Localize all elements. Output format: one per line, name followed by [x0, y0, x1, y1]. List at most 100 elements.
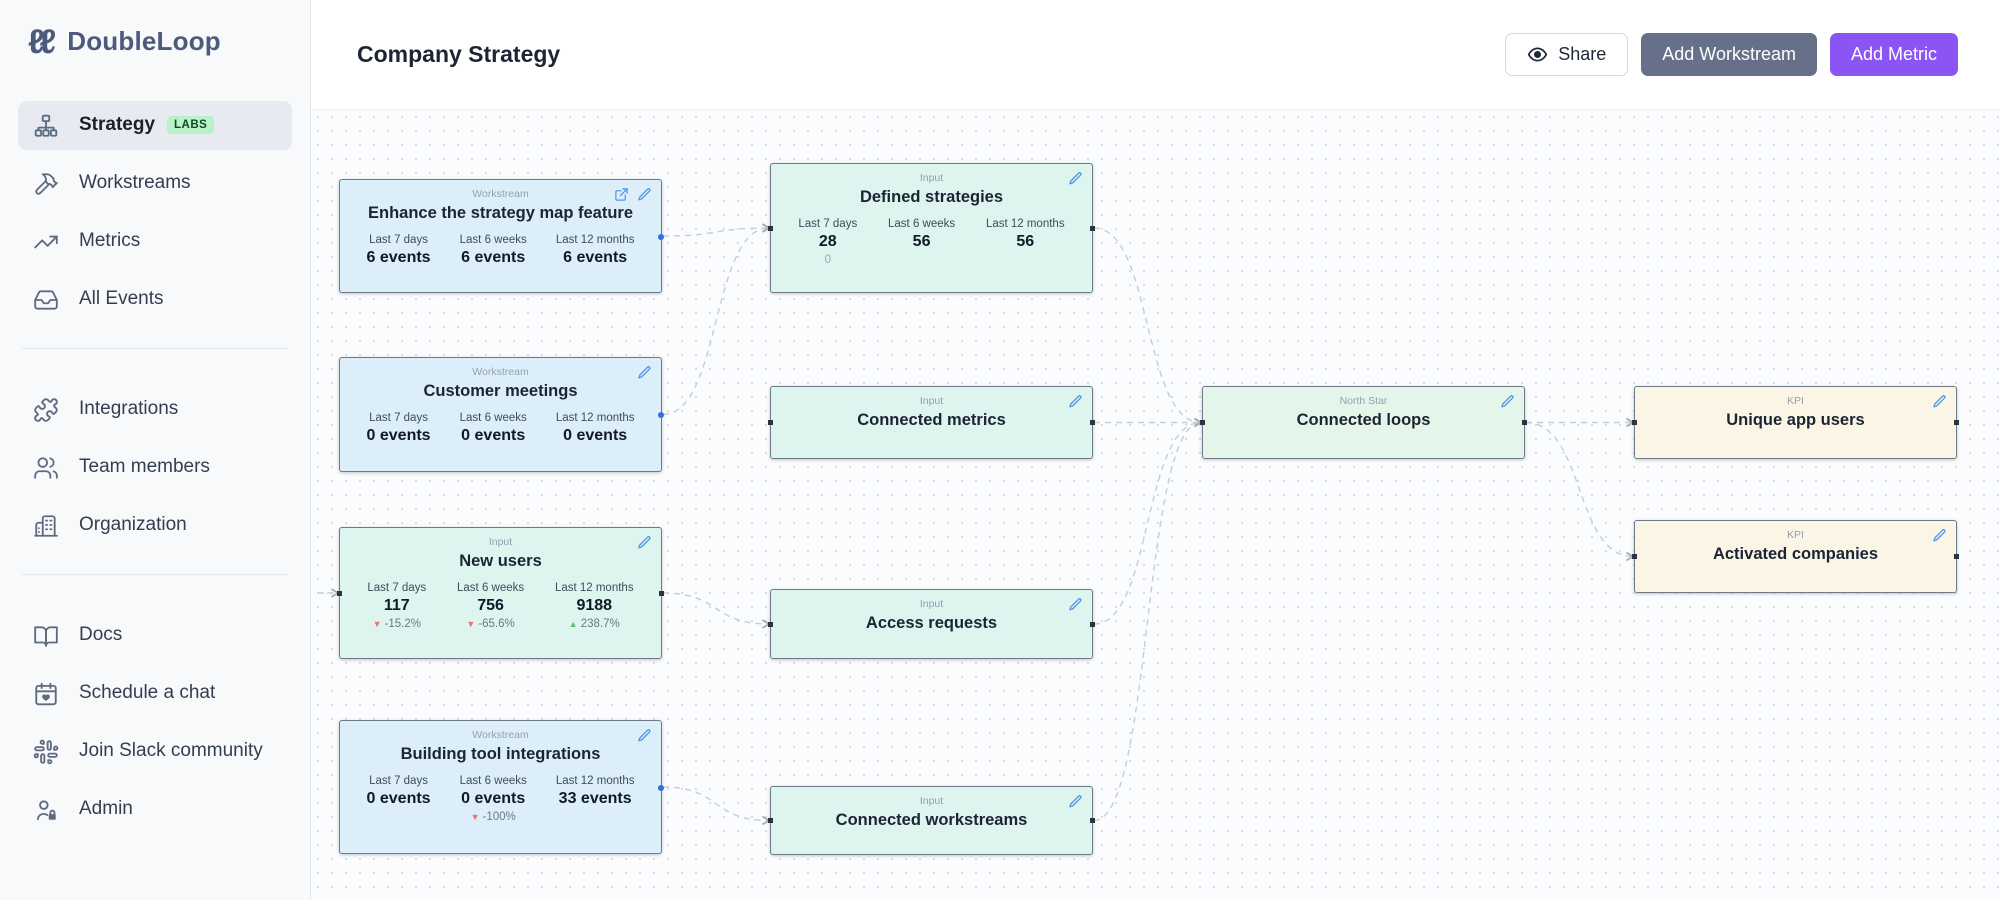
source-handle[interactable]	[1522, 420, 1527, 425]
edit-icon	[1933, 395, 1946, 408]
share-button[interactable]: Share	[1505, 33, 1629, 76]
node-type-label: Input	[919, 395, 944, 407]
target-handle[interactable]	[768, 225, 773, 231]
sidebar-item-join-slack-community[interactable]: Join Slack community	[18, 727, 292, 776]
node-external-link-button[interactable]	[614, 187, 629, 207]
edit-icon	[638, 188, 651, 201]
target-handle[interactable]	[768, 621, 773, 627]
source-handle[interactable]	[1090, 420, 1095, 425]
source-handle[interactable]	[1954, 554, 1959, 559]
target-handle[interactable]	[768, 818, 773, 823]
sidebar-item-all-events[interactable]: All Events	[18, 275, 292, 324]
node-edit-button[interactable]	[1500, 394, 1515, 414]
stat-value: 0 events	[366, 427, 431, 444]
sidebar-item-workstreams[interactable]: Workstreams	[18, 159, 292, 208]
node-edit-button[interactable]	[1068, 597, 1083, 617]
node-edit-button[interactable]	[637, 365, 652, 385]
node-title: Activated companies	[1712, 545, 1879, 563]
add-workstream-button[interactable]: Add Workstream	[1641, 33, 1817, 76]
stat-label: Last 6 weeks	[888, 218, 956, 230]
puzzle-icon	[33, 397, 58, 422]
source-handle[interactable]	[1954, 420, 1959, 425]
sidebar-item-schedule-a-chat[interactable]: Schedule a chat	[18, 669, 292, 718]
stat-delta: ▲238.7%	[568, 618, 620, 630]
target-handle[interactable]	[337, 590, 342, 596]
edit-icon	[638, 729, 651, 742]
source-handle[interactable]	[658, 412, 664, 418]
hammer-icon	[34, 172, 58, 195]
edge-layer	[317, 223, 1635, 826]
stat-label: Last 12 months	[554, 582, 634, 594]
node-edit-button[interactable]	[1068, 794, 1083, 814]
source-handle[interactable]	[659, 590, 664, 596]
edge-connected-loops-to-activated-companies	[1525, 421, 1635, 562]
source-handle[interactable]	[658, 784, 664, 791]
sidebar-item-integrations[interactable]: Integrations	[18, 385, 292, 434]
target-handle[interactable]	[1200, 420, 1205, 425]
sidebar-item-team-members[interactable]: Team members	[18, 443, 292, 492]
node-edit-button[interactable]	[1068, 394, 1083, 414]
source-handle[interactable]	[1090, 225, 1095, 231]
node-type-label: Input	[919, 598, 944, 610]
sidebar-item-metrics[interactable]: Metrics	[18, 217, 292, 266]
source-handle[interactable]	[1090, 621, 1095, 627]
node-edit-button[interactable]	[637, 728, 652, 748]
edit-icon	[1933, 529, 1946, 542]
stat-label: Last 7 days	[369, 234, 428, 246]
node-edit-button[interactable]	[1068, 171, 1083, 191]
stat-value: 6 events	[366, 249, 431, 266]
node-edit-button[interactable]	[1932, 528, 1947, 548]
sidebar-item-docs[interactable]: Docs	[18, 611, 292, 660]
stat-value: 56	[912, 233, 931, 250]
node-edit-button[interactable]	[637, 187, 652, 207]
sidebar-item-admin[interactable]: Admin	[18, 785, 292, 834]
stat-value: 6 events	[461, 249, 526, 266]
add-metric-button[interactable]: Add Metric	[1829, 33, 1958, 76]
node-edit-button[interactable]	[637, 535, 652, 555]
node-type-label: Workstream	[472, 366, 529, 378]
eye-icon	[1528, 47, 1548, 62]
node-title: Customer meetings	[423, 382, 578, 400]
stat-label: Last 12 months	[985, 218, 1065, 230]
edge-connected-workstreams-to-connected-loops	[1093, 417, 1203, 822]
external-link-icon	[615, 188, 628, 201]
target-handle[interactable]	[1632, 420, 1637, 425]
share-button-label: Share	[1558, 44, 1607, 64]
target-handle[interactable]	[1632, 554, 1637, 559]
sidebar-divider	[22, 574, 288, 575]
stat-value: 756	[477, 597, 504, 614]
source-handle[interactable]	[1090, 818, 1095, 823]
source-handle[interactable]	[658, 233, 664, 240]
sidebar-item-organization[interactable]: Organization	[18, 501, 292, 550]
stat-label: Last 12 months	[555, 775, 635, 787]
node-title: Connected loops	[1296, 411, 1431, 429]
stat-delta: ▼-15.2%	[372, 618, 421, 630]
edge-access-requests-to-connected-loops	[1093, 417, 1203, 625]
sidebar-item-label: All Events	[79, 288, 164, 309]
node-title: Connected workstreams	[835, 811, 1028, 829]
sidebar-item-label: Workstreams	[79, 172, 191, 193]
target-handle[interactable]	[768, 420, 773, 425]
edit-icon	[638, 366, 651, 379]
sidebar-item-label: Docs	[79, 624, 123, 645]
app-logo[interactable]: ℓℓ DoubleLoop	[0, 0, 310, 59]
node-type-label: Input	[919, 172, 944, 184]
node-edit-button[interactable]	[1932, 394, 1947, 414]
sidebar-item-label: Team members	[79, 456, 210, 477]
